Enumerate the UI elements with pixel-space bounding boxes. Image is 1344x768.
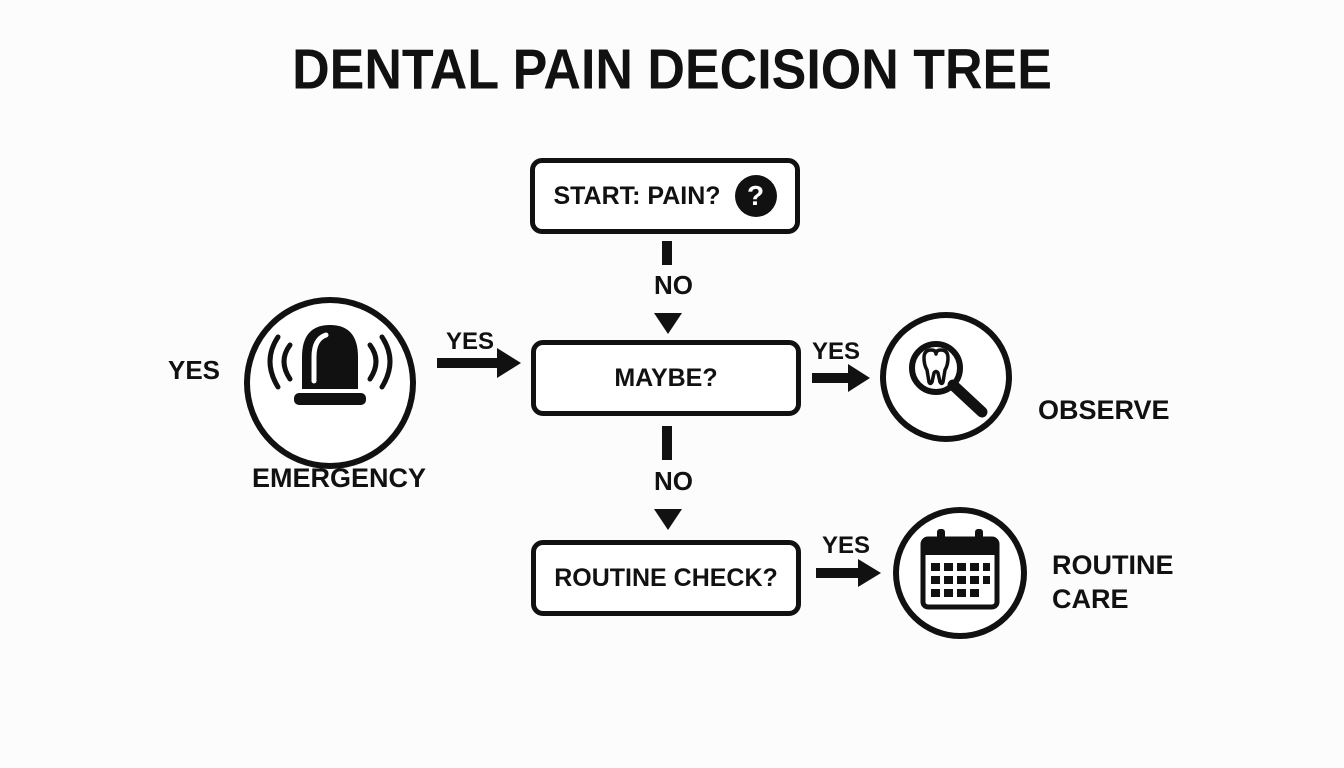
edge-label-to-maybe-yes: YES [446,328,495,355]
arrow-maybe-to-routine [654,426,682,530]
calendar-icon [920,529,1000,610]
emergency-icon-circle [244,297,416,469]
edge-label-start-no: NO [654,270,693,300]
maybe-node-label: MAYBE? [614,363,718,392]
start-node-label: START: PAIN? [553,181,721,210]
routine-care-label-line2: CARE [1052,584,1129,614]
tooth-magnifier-icon [909,341,988,418]
question-mark-icon: ? [734,175,777,217]
observe-icon-circle [880,312,1012,442]
arrow-start-to-maybe [654,241,682,334]
routine-check-node-label: ROUTINE CHECK? [554,563,778,592]
start-node: START: PAIN? ? [530,158,800,234]
maybe-node: MAYBE? [531,340,801,416]
edge-label-maybe-no: NO [654,466,693,496]
arrow-routine-to-care [816,559,881,587]
page-title: DENTAL PAIN DECISION TREE [292,38,1052,102]
edge-label-care-yes: YES [822,532,871,559]
routine-care-icon-circle [893,507,1027,639]
emergency-label: EMERGENCY [252,463,427,493]
observe-label: OBSERVE [1038,395,1170,425]
routine-care-label-line1: ROUTINE [1052,550,1174,580]
siren-icon [267,325,393,405]
edge-label-left-yes: YES [168,355,221,385]
arrow-to-maybe-yes [437,348,521,378]
routine-check-node: ROUTINE CHECK? [531,540,801,616]
edge-label-observe-yes: YES [812,338,861,365]
arrow-maybe-to-observe [812,364,870,392]
